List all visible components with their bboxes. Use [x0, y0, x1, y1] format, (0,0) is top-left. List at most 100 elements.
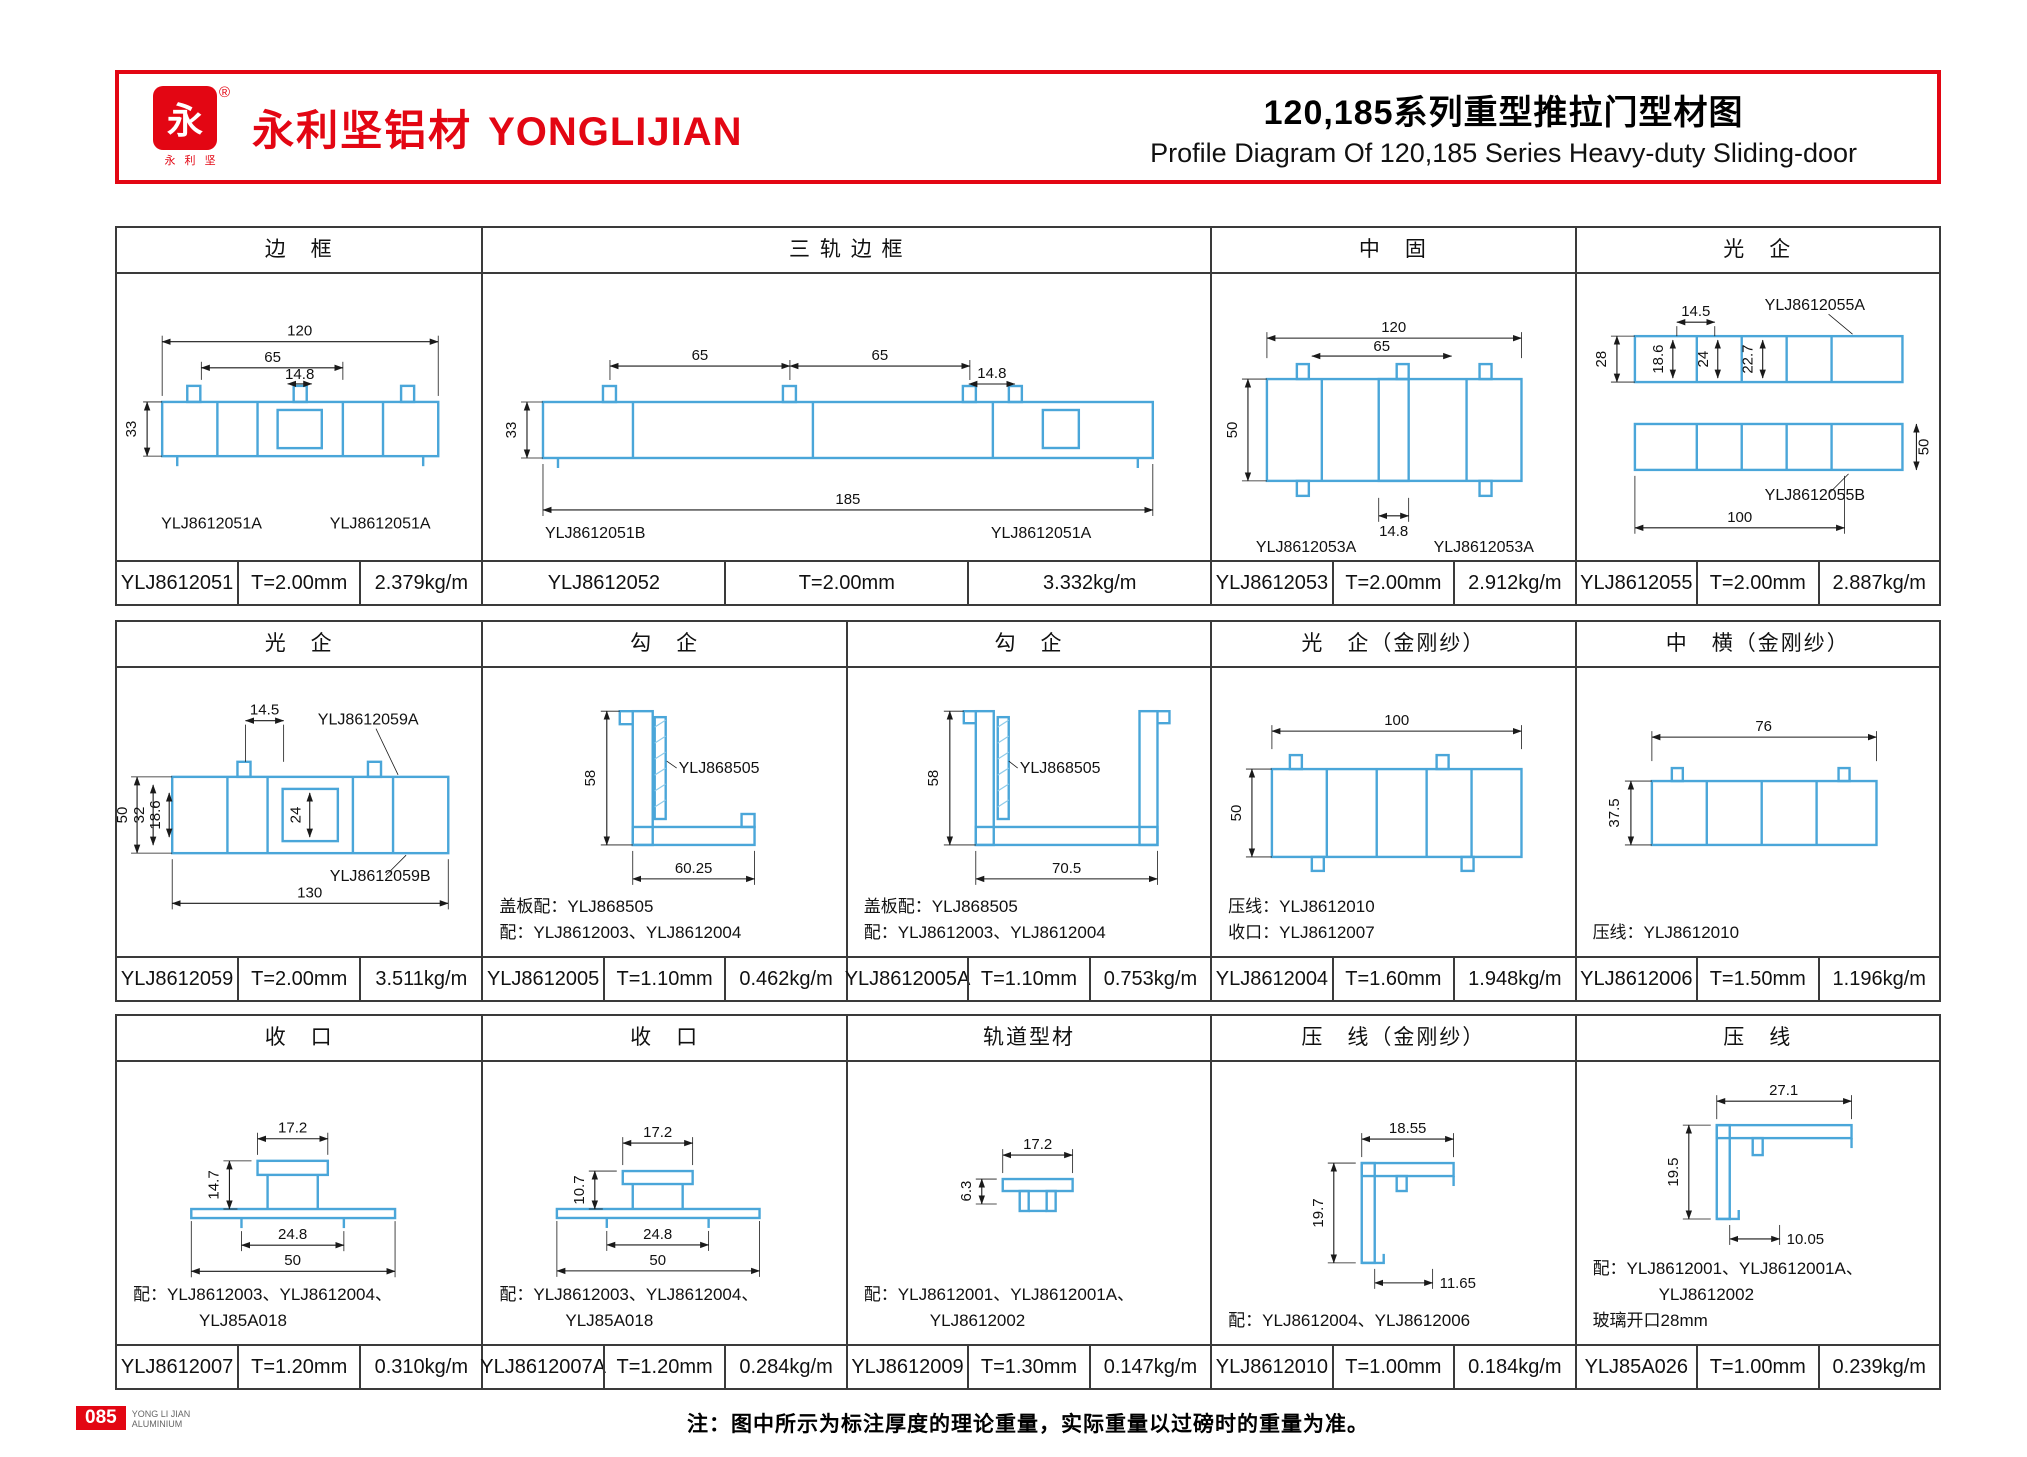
note-line: 配：YLJ8612001、YLJ8612001A、: [863, 1285, 1135, 1304]
dimension-label: 14.8: [285, 366, 314, 383]
hatch-pattern: [997, 719, 1009, 808]
dimension-label: 17.2: [1023, 1136, 1052, 1153]
profile-row-3: 收 口: [115, 1014, 1941, 1390]
spec-row: YLJ8612053 T=2.00mm 2.912kg/m: [1212, 560, 1575, 604]
thickness: T=1.10mm: [602, 958, 724, 1000]
dimension-label: 50: [650, 1252, 667, 1269]
profile-outline: [542, 384, 1155, 468]
dimension-label: 33: [123, 421, 140, 438]
dimension-label: 65: [264, 349, 281, 366]
dimension-label: 65: [692, 347, 709, 364]
spec-row: YLJ8612055 T=2.00mm 2.887kg/m: [1576, 560, 1939, 604]
dimension-label: 100: [1727, 509, 1752, 526]
footer-brand-line1: YONG LI JIAN: [131, 1409, 191, 1419]
weight: 0.462kg/m: [724, 958, 845, 1000]
footer-brand-line2: ALUMINIUM: [131, 1419, 183, 1429]
profile-outline: [1265, 362, 1523, 498]
brand-name-cn: 永利坚铝材: [252, 106, 473, 154]
dimension-label: 24.8: [278, 1226, 307, 1243]
note-line: YLJ8612002: [1658, 1285, 1755, 1304]
profile-title: 中 横（金刚纱）: [1576, 622, 1939, 668]
dimension-lines: [943, 710, 1158, 885]
thickness: T=1.00mm: [1331, 1346, 1453, 1388]
part-label: YLJ868505: [679, 760, 760, 777]
weight: 0.239kg/m: [1817, 1346, 1939, 1388]
thickness: T=1.30mm: [967, 1346, 1088, 1388]
spec-row: YLJ8612009 T=1.30mm 0.147kg/m: [847, 1344, 1211, 1388]
spec-row: YLJ8612007 T=1.20mm 0.310kg/m: [117, 1344, 482, 1388]
spec-row: YLJ8612006 T=1.50mm 1.196kg/m: [1576, 956, 1939, 1000]
dimension-label: 18.6: [1649, 345, 1666, 374]
part-label: YLJ8612055A: [1764, 297, 1865, 314]
footer-brand: YONG LI JIAN ALUMINIUM: [132, 1406, 191, 1429]
dimension-label: 22.7: [1739, 345, 1756, 374]
dimension-label: 14.5: [250, 702, 279, 719]
dimension-label: 185: [836, 491, 861, 508]
thickness: T=1.60mm: [1331, 958, 1453, 1000]
note-line: 配：YLJ8612004、YLJ8612006: [1228, 1311, 1471, 1330]
dimension-lines: [1624, 731, 1877, 846]
model-number: YLJ8612005: [486, 967, 600, 990]
profile-drawing-YLJ8612005: 58 60.25 YLJ868505: [582, 709, 760, 885]
note-line: 收口：YLJ8612007: [1228, 923, 1375, 942]
dimension-lines: [1327, 1133, 1455, 1289]
model-number: YLJ8612007A: [480, 1355, 606, 1378]
weight: 2.887kg/m: [1817, 562, 1939, 604]
spec-row: YLJ8612005 T=1.10mm 0.462kg/m: [483, 956, 846, 1000]
profile-drawing-YLJ8612051: 120 65 14.8 33 YLJ8612051A YLJ8612051A: [123, 323, 440, 532]
note-line: 配：YLJ8612003、YLJ8612004: [863, 923, 1106, 942]
spec-row: YLJ8612004 T=1.60mm 1.948kg/m: [1212, 956, 1575, 1000]
note-line: 配：YLJ8612003、YLJ8612004: [499, 923, 742, 942]
dimension-label: 65: [872, 347, 889, 364]
profile-cell-YLJ8612004: 光 企（金刚纱） 100: [1210, 622, 1575, 1000]
fitting-notes: 配：YLJ8612004、YLJ8612006: [1228, 1308, 1470, 1334]
model-number: YLJ8612004: [1215, 967, 1329, 990]
dimension-label: 24: [1694, 351, 1711, 368]
spec-row: YLJ8612051 T=2.00mm 2.379kg/m: [117, 560, 482, 604]
dimension-label: 120: [1381, 319, 1406, 336]
profile-row-2: 光 企: [115, 620, 1941, 1002]
profile-cell-YLJ8612006: 中 横（金刚纱） 76 37.5: [1574, 622, 1939, 1000]
profile-title: 收 口: [117, 1016, 482, 1062]
dimension-label: 50: [1224, 422, 1241, 439]
note-line: 玻璃开口28mm: [1592, 1311, 1708, 1330]
dimension-label: 50: [117, 807, 131, 824]
dimension-label: 14.7: [205, 1170, 222, 1199]
thickness: T=1.20mm: [602, 1346, 724, 1388]
part-label: YLJ8612053A: [1434, 539, 1535, 556]
profile-title: 勾 企: [483, 622, 846, 668]
model-number: YLJ8612051: [120, 571, 234, 594]
model-number: YLJ8612007: [120, 1355, 234, 1378]
weight: 1.196kg/m: [1817, 958, 1939, 1000]
part-label: YLJ8612053A: [1256, 539, 1357, 556]
note-line: 配：YLJ8612001、YLJ8612001A、: [1592, 1259, 1863, 1278]
profile-cell-YLJ85A026: 压 线: [1574, 1016, 1939, 1388]
dimension-label: 50: [1915, 439, 1932, 456]
profile-drawing-YLJ8612006: 76 37.5: [1605, 718, 1878, 847]
thickness: T=1.00mm: [1696, 1346, 1817, 1388]
note-line: YLJ85A018: [199, 1311, 287, 1330]
dimension-lines: [556, 1137, 761, 1277]
weight: 2.379kg/m: [359, 562, 481, 604]
profile-outline: [1360, 1161, 1455, 1265]
part-label: YLJ8612055B: [1764, 487, 1864, 504]
thickness: T=2.00mm: [1331, 562, 1453, 604]
note-line: 盖板配：YLJ868505: [499, 897, 654, 916]
page-number-area: 085 YONG LI JIAN ALUMINIUM: [76, 1406, 190, 1430]
profile-cell-YLJ8612052: 三 轨 边 框: [481, 228, 1211, 604]
dimension-lines: [1682, 1095, 1852, 1245]
logo-glyph: 永: [166, 100, 203, 141]
logo-subtext: 永 利 坚: [164, 155, 219, 167]
fitting-notes: 盖板配：YLJ868505 配：YLJ8612003、YLJ8612004: [864, 894, 1106, 946]
weight: 0.310kg/m: [359, 1346, 481, 1388]
note-line: 压线：YLJ8612010: [1592, 923, 1740, 942]
fitting-notes: 配：YLJ8612001、YLJ8612001A、 YLJ8612002: [864, 1282, 1134, 1334]
profile-title: 压 线: [1576, 1016, 1939, 1062]
profile-title: 轨道型材: [847, 1016, 1211, 1062]
part-label: YLJ8612059B: [330, 867, 431, 885]
dimension-label: 58: [925, 770, 942, 787]
brand-name-en: YONGLIJIAN: [488, 109, 743, 154]
part-label: YLJ8612051B: [545, 525, 645, 542]
dimension-label: 65: [1374, 338, 1391, 355]
